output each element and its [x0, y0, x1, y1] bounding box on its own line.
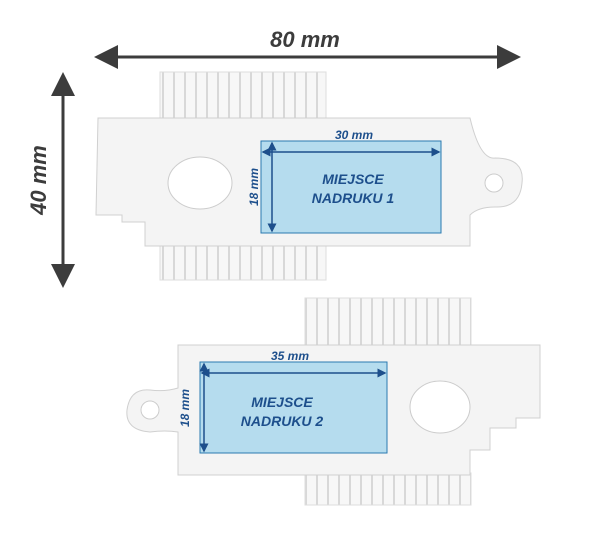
print-1-height-label: 18 mm — [247, 168, 261, 206]
print-1-title-line2: NADRUKU 1 — [312, 190, 395, 206]
height-label: 40 mm — [26, 145, 51, 216]
print-1-title-line1: MIEJSCE — [322, 171, 384, 187]
print-1-width-label: 30 mm — [335, 128, 373, 142]
brush-1: 30 mm 18 mm MIEJSCE NADRUKU 1 — [95, 71, 523, 281]
print-2-title-line2: NADRUKU 2 — [241, 413, 324, 429]
brush-2: 35 mm 18 mm MIEJSCE NADRUKU 2 — [126, 297, 541, 506]
print-2-width-label: 35 mm — [271, 349, 309, 363]
print-2-title-line1: MIEJSCE — [251, 394, 313, 410]
print-2-height-label: 18 mm — [178, 389, 192, 427]
print-area-1 — [260, 140, 442, 234]
width-label: 80 mm — [270, 27, 340, 52]
